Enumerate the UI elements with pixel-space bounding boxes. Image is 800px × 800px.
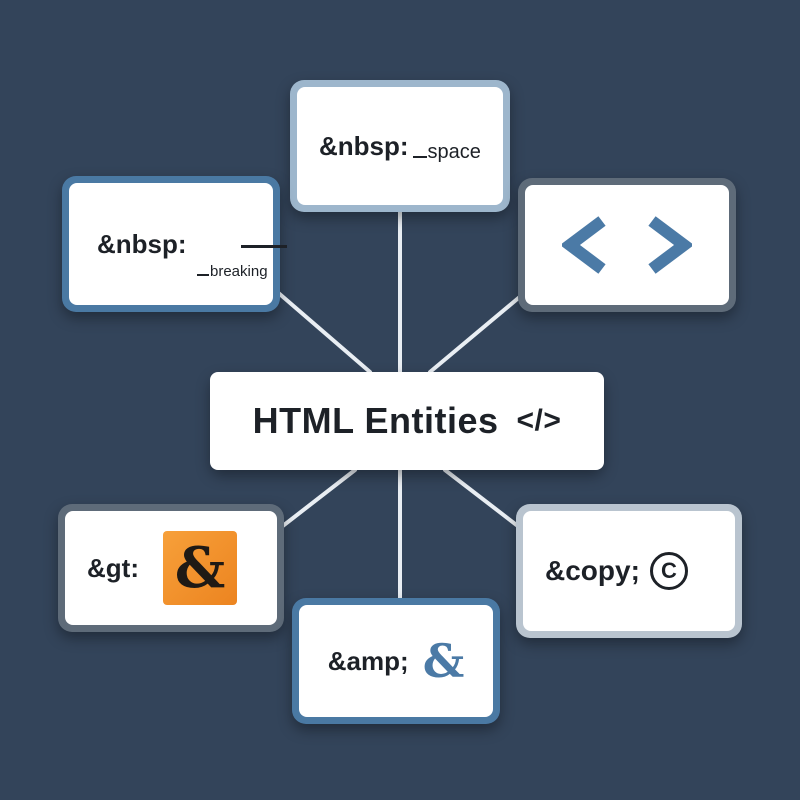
node-angle-brackets	[518, 178, 736, 312]
code-tag-icon: </>	[516, 404, 562, 437]
node-copy: &copy; C	[516, 504, 742, 638]
entity-code: &gt:	[87, 552, 139, 583]
node-card: &gt: &	[65, 511, 277, 625]
connector-to-breaking	[273, 288, 372, 374]
blank-underline	[241, 245, 287, 248]
ampersand-icon: &	[162, 531, 237, 605]
entity-code: &nbsp:	[97, 228, 187, 259]
node-amp: &amp; &	[292, 598, 500, 724]
node-card: &copy; C	[523, 511, 735, 631]
node-gt: &gt: &	[58, 504, 284, 632]
node-card: &amp; &	[299, 605, 493, 717]
entity-code: &nbsp:	[319, 130, 409, 161]
entity-description: space	[413, 141, 481, 164]
center-card: HTML Entities </>	[210, 372, 604, 470]
ampersand-icon: &	[422, 634, 465, 688]
connector-to-gt	[273, 468, 357, 534]
connector-to-copy	[443, 468, 525, 532]
connector-to-angle	[428, 288, 530, 374]
copyright-icon: C	[649, 552, 688, 590]
entity-description: breaking	[197, 263, 268, 280]
node-card	[525, 185, 729, 305]
entity-code: &copy;	[545, 555, 640, 586]
node-card: &nbsp: breaking	[69, 183, 287, 305]
entity-code: &amp;	[327, 645, 409, 676]
node-card: &nbsp: space	[297, 87, 503, 205]
node-nbsp-breaking: &nbsp: breaking	[62, 176, 287, 312]
node-nbsp-space: &nbsp: space	[290, 80, 510, 212]
center-node: HTML Entities </>	[210, 372, 604, 470]
angle-brackets-icon	[562, 216, 692, 274]
center-title: HTML Entities	[252, 400, 499, 441]
